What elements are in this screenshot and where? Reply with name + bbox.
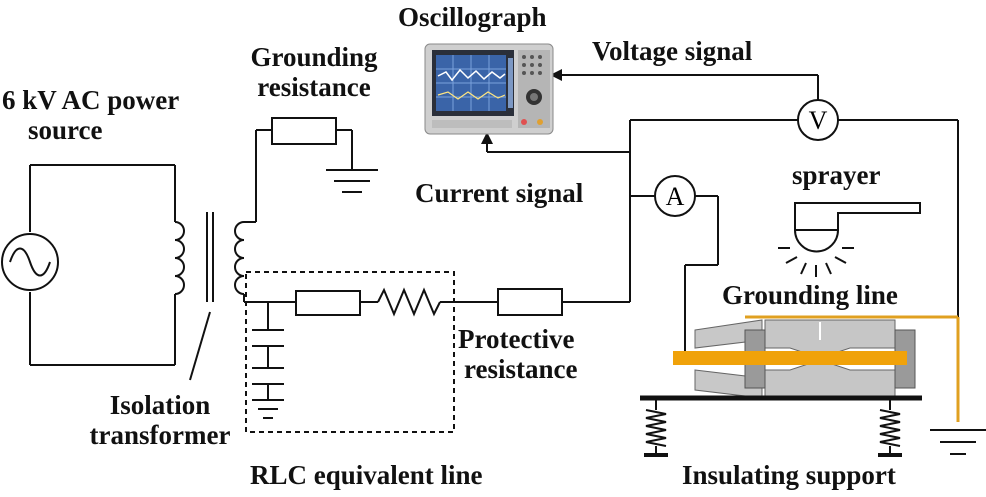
rlc-resistor (295, 290, 361, 316)
ground-symbol-1 (326, 169, 378, 193)
protective-resistance-label: Protective resistance (458, 324, 577, 384)
isolation-transformer-label-line1: Isolation (109, 390, 211, 420)
grounding-resistor (271, 117, 337, 145)
grounding-resistance-label-line1: Grounding (250, 42, 378, 72)
power-source-label-line2: source (28, 115, 103, 145)
insulating-support (640, 395, 922, 457)
voltmeter-letter: V (809, 106, 828, 135)
sprayer-device (778, 202, 921, 277)
ac-source-symbol (1, 233, 59, 291)
protective-resistor (497, 288, 563, 316)
isolation-transformer (174, 130, 292, 381)
power-source-label: 6 kV AC power source (2, 85, 179, 145)
rlc-capacitor-1 (252, 329, 284, 347)
rlc-capacitor-2 (252, 367, 284, 385)
rlc-inductor (377, 287, 441, 317)
ammeter-letter: A (666, 182, 685, 211)
rlc-line-label: RLC equivalent line (250, 460, 483, 490)
isolation-transformer-label: Isolation transformer (60, 390, 260, 450)
power-source-label-line1: 6 kV AC power (2, 85, 180, 115)
oscillograph-device (424, 43, 554, 135)
ammeter-symbol (654, 175, 696, 217)
sprayer-label: sprayer (792, 160, 881, 190)
protective-resistance-label-line1: Protective (458, 324, 575, 354)
ground-symbol-3 (930, 429, 986, 455)
grounding-resistance-label: Grounding resistance (234, 42, 394, 102)
isolation-transformer-label-line2: transformer (89, 420, 231, 450)
grounding-resistance-label-line2: resistance (257, 72, 371, 102)
ground-symbol-2 (252, 399, 284, 419)
rlc-equivalent-line-box (245, 271, 455, 433)
grounding-line-label: Grounding line (722, 280, 898, 310)
insulating-support-label: Insulating support (682, 460, 896, 490)
current-signal-label: Current signal (415, 178, 584, 208)
oscillograph-label: Oscillograph (398, 2, 547, 32)
voltmeter-symbol (797, 99, 839, 141)
voltage-signal-label: Voltage signal (592, 36, 753, 66)
protective-resistance-label-line2: resistance (464, 354, 578, 384)
test-sample (673, 319, 916, 399)
sample-conductor (673, 351, 907, 365)
